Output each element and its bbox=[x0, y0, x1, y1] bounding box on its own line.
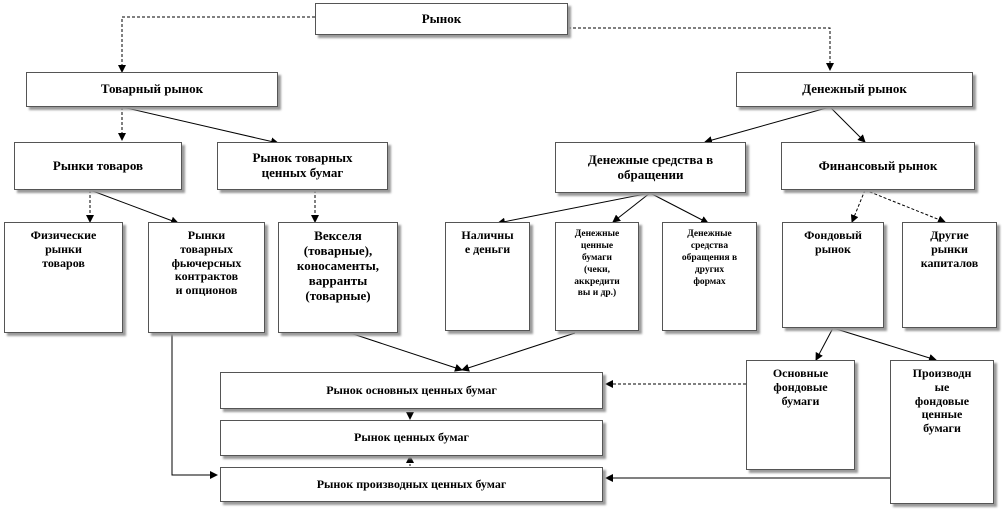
node-money-securities-label: Денежные ценные бумаги (чеки, аккредити … bbox=[574, 229, 620, 299]
node-money-in-circulation-label: Денежные средства в обращении bbox=[587, 151, 714, 182]
node-money-securities: Денежные ценные бумаги (чеки, аккредити … bbox=[555, 222, 639, 331]
node-market-label: Рынок bbox=[421, 10, 462, 26]
arrow-futures-to-derivative-market bbox=[171, 333, 218, 479]
node-futures-markets-label: Рынки товарных фьючерсных контрактов и о… bbox=[171, 228, 242, 298]
node-financial-market: Финансовый рынок bbox=[781, 142, 975, 190]
node-commodity-markets-label: Рынки товаров bbox=[52, 157, 144, 173]
arrow-financial-to-other-capital bbox=[864, 189, 946, 224]
node-bills: Векселя (товарные), коносаменты, варрант… bbox=[278, 222, 398, 333]
node-commodity-securities-market: Рынок товарных ценных бумаг bbox=[217, 142, 388, 190]
arrow-commodities-to-futures bbox=[89, 189, 179, 225]
node-market: Рынок bbox=[315, 3, 568, 35]
node-derivative-stock-securities: Производн ые фондовые ценные бумаги bbox=[890, 360, 994, 504]
node-derivatives-market-label: Рынок производных ценных бумаг bbox=[316, 476, 507, 491]
node-basic-securities-market-label: Рынок основных ценных бумаг bbox=[326, 382, 497, 397]
arrow-money-to-financial bbox=[829, 106, 866, 143]
arrow-market-to-goods bbox=[118, 16, 315, 73]
arrow-circulation-to-other-forms bbox=[649, 192, 709, 224]
node-other-capital-markets: Другие рынки капиталов bbox=[902, 222, 997, 328]
node-futures-markets: Рынки товарных фьючерсных контрактов и о… bbox=[148, 222, 265, 333]
node-stock-market: Фондовый рынок bbox=[782, 222, 884, 328]
node-commodity-securities-market-label: Рынок товарных ценных бумаг bbox=[252, 150, 353, 180]
node-money-in-circulation: Денежные средства в обращении bbox=[555, 142, 746, 193]
arrow-stock-to-derivative bbox=[832, 327, 937, 362]
node-basic-stock-securities-label: Основные фондовые бумаги bbox=[772, 366, 829, 408]
arrow-bills-to-basic-market bbox=[349, 332, 463, 372]
node-cash-label: Наличны е деньги bbox=[461, 228, 514, 256]
node-goods-market: Товарный рынок bbox=[26, 72, 278, 107]
node-physical-markets-label: Физические рынки товаров bbox=[30, 228, 97, 270]
arrow-financial-to-stock bbox=[850, 189, 866, 223]
arrow-stock-to-basic bbox=[815, 327, 834, 361]
node-money-market-label: Денежный рынок bbox=[802, 81, 907, 97]
node-goods-market-label: Товарный рынок bbox=[100, 81, 204, 97]
node-basic-securities-market: Рынок основных ценных бумаг bbox=[220, 372, 603, 409]
node-derivative-stock-securities-label: Производн ые фондовые ценные бумаги bbox=[912, 366, 972, 436]
node-other-money-forms: Денежные средства обращения в других фор… bbox=[662, 222, 757, 331]
node-money-market: Денежный рынок bbox=[736, 72, 973, 107]
arrow-money-to-circulation bbox=[704, 106, 831, 144]
node-stock-market-label: Фондовый рынок bbox=[804, 228, 862, 256]
arrow-circulation-to-money-securities bbox=[612, 192, 651, 223]
node-cash: Наличны е деньги bbox=[445, 222, 530, 331]
arrow-money-securities-to-basic-market bbox=[461, 332, 576, 372]
node-physical-markets: Физические рынки товаров bbox=[4, 222, 123, 333]
node-securities-market: Рынок ценных бумаг bbox=[220, 420, 603, 456]
node-commodity-markets: Рынки товаров bbox=[14, 142, 182, 190]
node-derivatives-market: Рынок производных ценных бумаг bbox=[220, 467, 603, 502]
node-securities-market-label: Рынок ценных бумаг bbox=[354, 430, 469, 445]
node-bills-label: Векселя (товарные), коносаменты, варрант… bbox=[296, 228, 380, 303]
node-other-money-forms-label: Денежные средства обращения в других фор… bbox=[681, 229, 738, 287]
node-basic-stock-securities: Основные фондовые бумаги bbox=[746, 360, 855, 470]
arrow-goods-to-commodity-securities bbox=[121, 106, 279, 146]
arrow-market-to-money bbox=[568, 27, 834, 71]
node-financial-market-label: Финансовый рынок bbox=[818, 157, 938, 173]
node-other-capital-markets-label: Другие рынки капиталов bbox=[920, 228, 979, 270]
arrow-circulation-to-cash bbox=[497, 192, 651, 226]
